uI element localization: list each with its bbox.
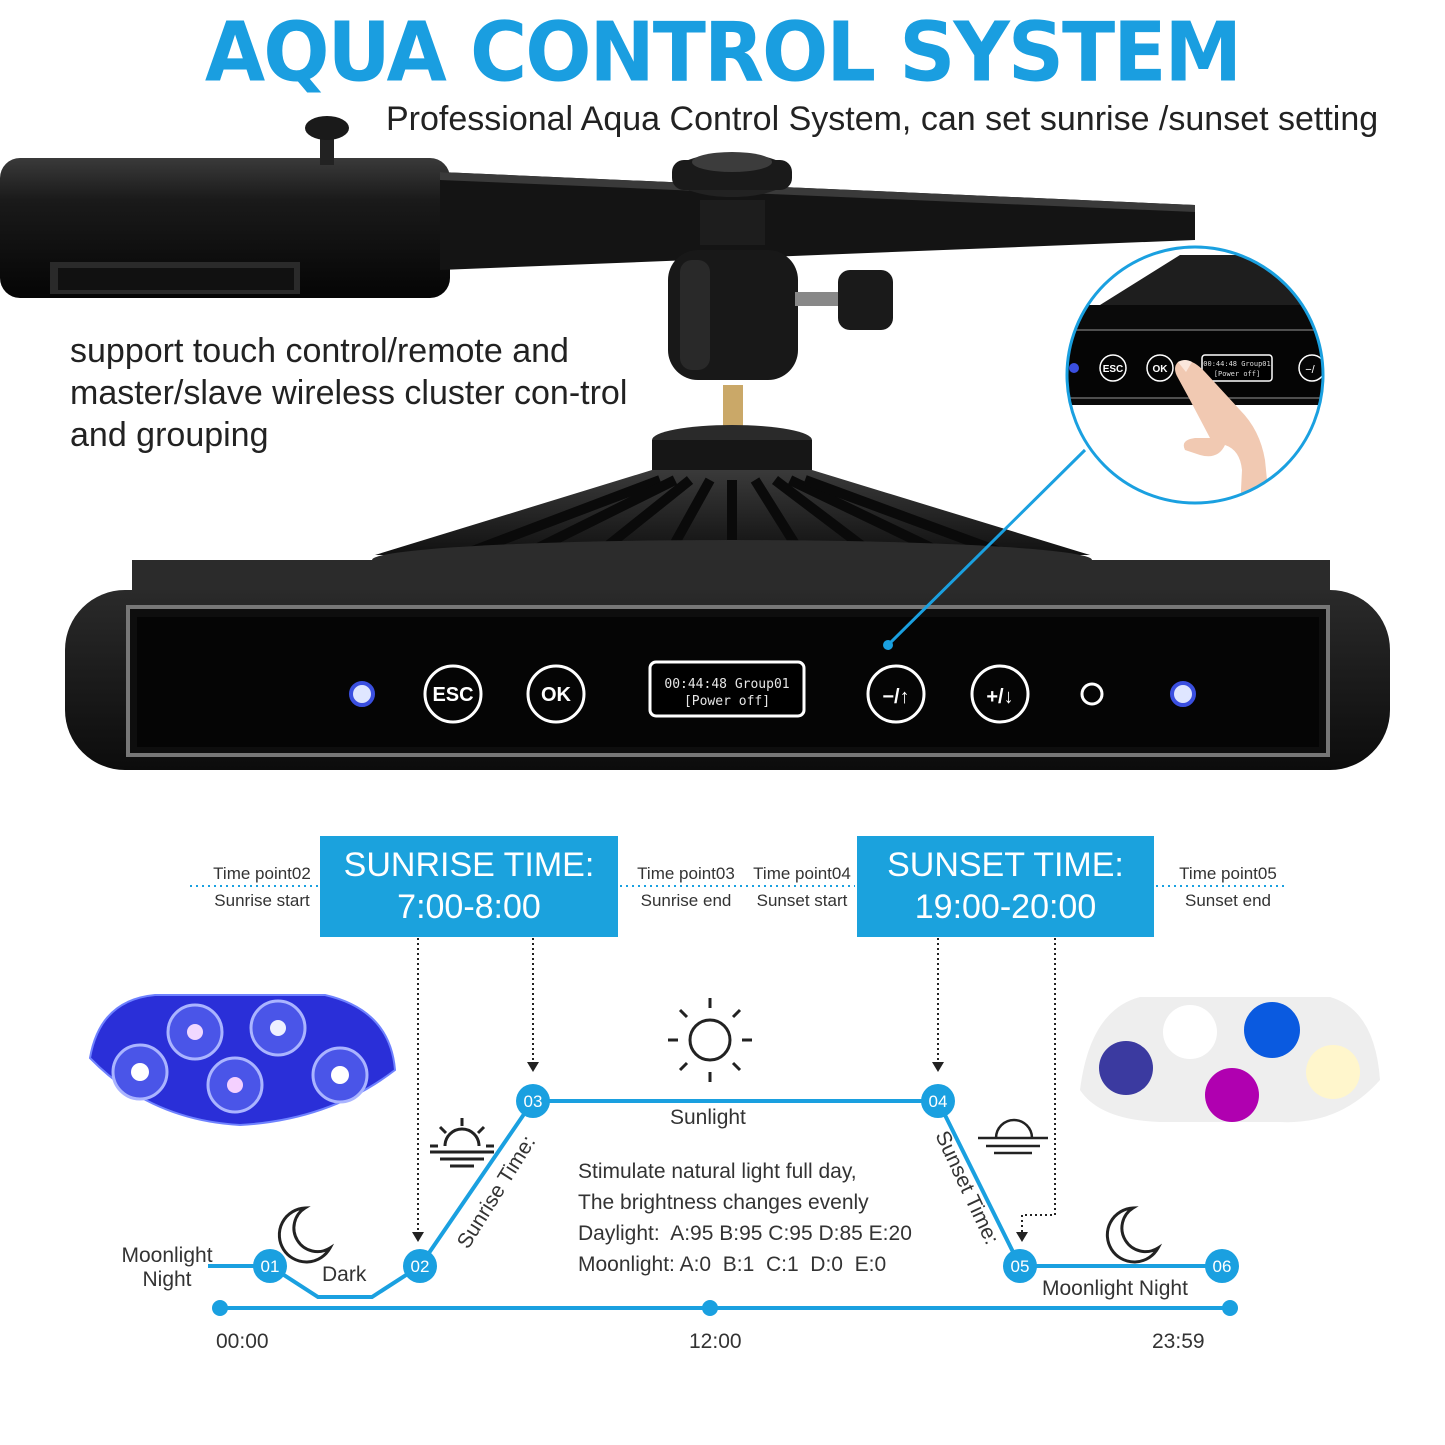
time-point-05-name: Time point05 <box>1179 864 1277 883</box>
lcd-line-2: [Power off] <box>684 694 770 709</box>
sunset-box-range: 19:00-20:00 <box>914 888 1097 926</box>
zoom-callout-line <box>886 448 1087 647</box>
mounting-arm <box>0 116 1195 298</box>
callout-dot <box>883 640 893 650</box>
led-royal-blue-dot <box>1244 1002 1300 1058</box>
led-cream-dot <box>1306 1045 1360 1099</box>
led-indicator-left <box>349 681 375 707</box>
tick-mid: 12:00 <box>689 1330 742 1353</box>
device-illustration: ESC OK 00:44:48 Group01 [Power off] −/↑ … <box>0 116 1390 770</box>
time-point-04: Time point04 Sunset start <box>740 860 864 914</box>
node-02: 02 <box>403 1249 437 1283</box>
ir-receiver <box>1080 682 1104 706</box>
moon-icon-right <box>1105 1206 1163 1264</box>
moonlight-left-line-2: Night <box>142 1268 192 1291</box>
led-violet-dot <box>1099 1041 1153 1095</box>
node-02-label: 02 <box>411 1257 430 1276</box>
info-daylight-values: Daylight: A:95 B:95 C:95 D:85 E:20 <box>578 1222 912 1245</box>
node-03: 03 <box>516 1084 550 1118</box>
axis-start-dot <box>212 1300 228 1316</box>
sunrise-icon <box>430 1118 494 1168</box>
led-white-dot <box>1163 1005 1217 1059</box>
schedule-info: Stimulate natural light full day, The br… <box>578 1156 912 1280</box>
time-point-03-desc: Sunrise end <box>640 891 732 910</box>
feature-description: support touch control/remote and master/… <box>70 332 628 454</box>
sunrise-time-box: SUNRISE TIME: 7:00-8:00 <box>320 836 618 937</box>
node-04-label: 04 <box>929 1092 948 1111</box>
sun-icon <box>668 998 752 1082</box>
led-indicator-right <box>1170 681 1196 707</box>
time-point-05: Time point05 Sunset end <box>1166 860 1290 914</box>
ok-button[interactable]: OK <box>526 664 586 724</box>
axis-mid-dot <box>702 1300 718 1316</box>
ball-head-mount <box>668 152 893 430</box>
time-point-04-name: Time point04 <box>753 864 851 883</box>
time-point-02-name: Time point02 <box>213 864 311 883</box>
info-line-2: The brightness changes evenly <box>578 1191 869 1214</box>
page-title: AQUA CONTROL SYSTEM <box>204 5 1242 101</box>
light-schedule-diagram: 01 02 03 04 05 06 Sunrise Time: Sunset T… <box>88 885 1380 1316</box>
ok-label: OK <box>541 684 572 706</box>
led-module-blue <box>88 994 397 1127</box>
esc-button[interactable]: ESC <box>423 664 483 724</box>
moonlight-night-left: Moonlight Night <box>117 1244 217 1292</box>
plus-down-label: +/↓ <box>986 686 1013 708</box>
minus-up-label: −/↑ <box>882 686 909 708</box>
tick-start: 00:00 <box>216 1330 269 1353</box>
sunlight-label: Sunlight <box>670 1106 746 1129</box>
node-03-label: 03 <box>524 1092 543 1111</box>
tick-end: 23:59 <box>1152 1330 1205 1353</box>
zoom-inset: ESC OK 00:44:48 Group01 [Power off] −/ <box>1065 245 1325 505</box>
time-point-04-desc: Sunset start <box>756 891 848 910</box>
page-subtitle: Professional Aqua Control System, can se… <box>386 100 1379 138</box>
node-01: 01 <box>253 1249 287 1283</box>
dark-label: Dark <box>322 1263 367 1286</box>
plus-down-button[interactable]: +/↓ <box>970 664 1030 724</box>
sunset-time-box: SUNSET TIME: 19:00-20:00 <box>857 836 1154 937</box>
lcd-line-1: 00:44:48 Group01 <box>664 677 789 692</box>
zoom-ok-label: OK <box>1153 364 1169 375</box>
time-point-03-name: Time point03 <box>637 864 735 883</box>
minus-up-button[interactable]: −/↑ <box>866 664 926 724</box>
node-05-label: 05 <box>1011 1257 1030 1276</box>
lcd-display: 00:44:48 Group01 [Power off] <box>648 660 806 718</box>
node-06: 06 <box>1205 1249 1239 1283</box>
node-05: 05 <box>1003 1249 1037 1283</box>
node-04: 04 <box>921 1084 955 1118</box>
moonlight-left-line-1: Moonlight <box>121 1244 213 1267</box>
info-line-1: Stimulate natural light full day, <box>578 1160 857 1183</box>
light-shroud <box>372 425 1092 580</box>
zoom-lcd-line-2: [Power off] <box>1214 370 1260 378</box>
info-moonlight-values: Moonlight: A:0 B:1 C:1 D:0 E:0 <box>578 1253 887 1276</box>
arrow-heads <box>412 1062 1028 1242</box>
led-color-chart <box>1080 997 1380 1123</box>
moon-icon-left <box>277 1206 335 1264</box>
time-point-03: Time point03 Sunrise end <box>624 860 748 914</box>
time-point-02-desc: Sunrise start <box>214 891 310 910</box>
esc-label: ESC <box>432 684 473 706</box>
node-01-label: 01 <box>261 1257 280 1276</box>
zoom-minus-label: −/ <box>1305 364 1315 376</box>
led-magenta-dot <box>1205 1068 1259 1122</box>
time-point-05-desc: Sunset end <box>1184 891 1271 910</box>
time-point-02: Time point02 Sunrise start <box>200 860 324 914</box>
zoom-lcd-line-1: 00:44:48 Group01 <box>1203 360 1270 368</box>
sunset-box-title: SUNSET TIME: <box>887 846 1124 884</box>
sunset-icon <box>978 1118 1048 1155</box>
zoom-esc-label: ESC <box>1103 364 1124 375</box>
dotted-arrows <box>417 938 1056 1232</box>
moonlight-night-right: Moonlight Night <box>1042 1277 1188 1300</box>
sunrise-box-range: 7:00-8:00 <box>397 888 541 926</box>
sunrise-box-title: SUNRISE TIME: <box>343 846 595 884</box>
sunrise-time-label: Sunrise Time: <box>453 1132 541 1253</box>
axis-end-dot <box>1222 1300 1238 1316</box>
node-06-label: 06 <box>1213 1257 1232 1276</box>
